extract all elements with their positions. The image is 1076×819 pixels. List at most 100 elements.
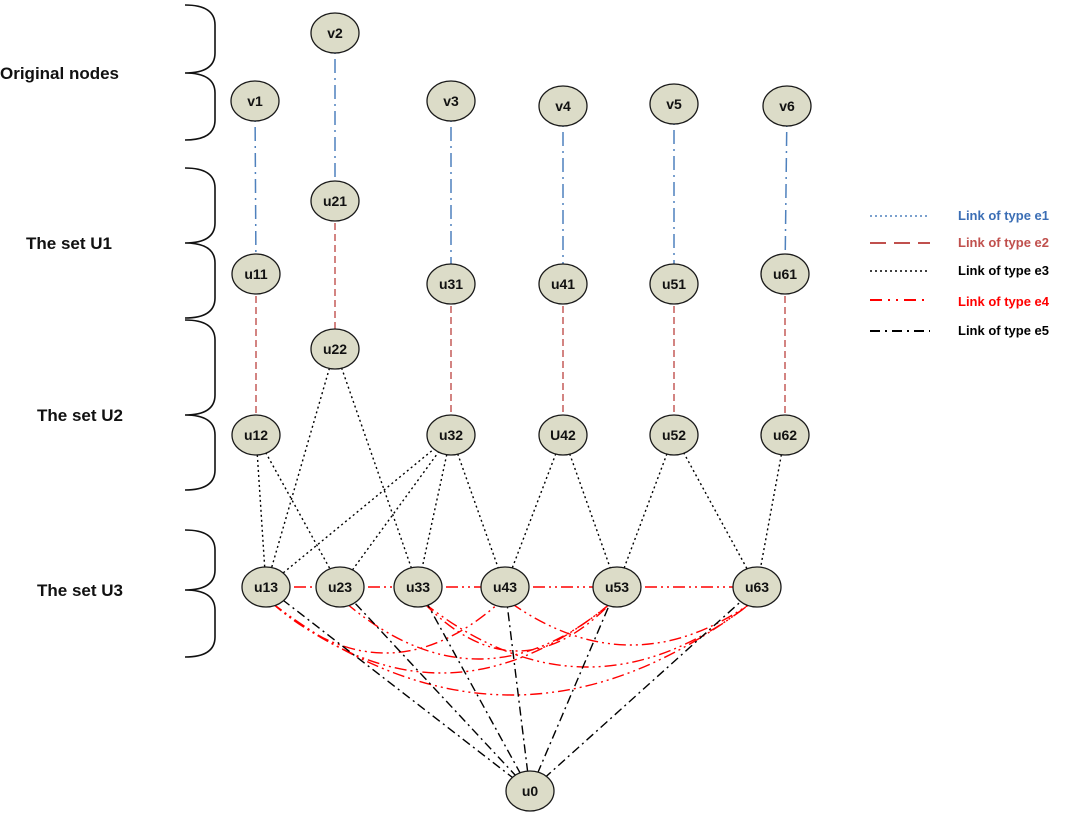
node-shape-u63: [732, 566, 782, 608]
node-u42: U42: [538, 414, 588, 456]
edge-e5-u0-u43: [504, 586, 531, 792]
edge-e4-u33-u53: [423, 602, 612, 652]
edge-e4-u13-u63: [271, 602, 752, 696]
edge-e1-v1-u11: [254, 100, 257, 275]
node-v6: v6: [762, 85, 812, 127]
edge-e5-u0-u63: [529, 586, 758, 792]
brace-set-u3: [184, 529, 216, 658]
edge-e4-u13-u43: [271, 602, 500, 654]
node-label-u13: u13: [254, 579, 278, 595]
legend-label-e4: Link of type e4: [958, 294, 1050, 309]
node-v4: v4: [538, 85, 588, 127]
node-label-u12: u12: [244, 427, 268, 443]
group-labels: Original nodes The set U1 The set U2 The…: [0, 64, 123, 600]
node-u52: u52: [649, 414, 699, 456]
node-shape-u23: [315, 566, 365, 608]
node-shape-u21: [310, 180, 360, 222]
node-label-u0: u0: [522, 783, 539, 799]
node-u62: u62: [760, 414, 810, 456]
edge-e4-u43-u63: [510, 602, 752, 646]
node-shape-u32: [426, 414, 476, 456]
edge-e3-u52-u53: [616, 434, 675, 588]
edge-e3-u32-u13: [265, 434, 452, 588]
node-label-u52: u52: [662, 427, 686, 443]
node-u33: u33: [393, 566, 443, 608]
edge-e3-u52-u63: [673, 434, 758, 588]
edge-e3-u32-u43: [450, 434, 506, 588]
edge-e3-u22-u13: [265, 348, 336, 588]
node-v5: v5: [649, 83, 699, 125]
legend: Link of type e1 Link of type e2 Link of …: [870, 208, 1050, 338]
edge-e4-u13-u53: [271, 602, 612, 674]
node-u63: u63: [732, 566, 782, 608]
node-label-u43: u43: [493, 579, 517, 595]
edge-layer: [254, 33, 788, 792]
node-u12: u12: [231, 414, 281, 456]
node-u21: u21: [310, 180, 360, 222]
group-label-set-u2: The set U2: [37, 406, 123, 425]
node-shape-u13: [241, 566, 291, 608]
edge-e1-v6-u61: [784, 105, 788, 275]
node-label-u31: u31: [439, 276, 463, 292]
node-label-u32: u32: [439, 427, 463, 443]
node-u11: u11: [231, 253, 281, 295]
node-shape-u42: [538, 414, 588, 456]
node-shape-u22: [310, 328, 360, 370]
node-label-v5: v5: [666, 96, 682, 112]
edge-e4-u33-u63: [423, 602, 752, 668]
brace-original-nodes: [184, 4, 216, 141]
node-label-v6: v6: [779, 98, 795, 114]
edge-e3-U42-u43: [504, 434, 564, 588]
group-label-original-nodes: Original nodes: [0, 64, 119, 83]
node-shape-u12: [231, 414, 281, 456]
node-label-u63: u63: [745, 579, 769, 595]
node-shape-u62: [760, 414, 810, 456]
brace-layer: [184, 4, 216, 658]
node-label-u41: u41: [551, 276, 575, 292]
node-label-u61: u61: [773, 266, 797, 282]
node-shape-u11: [231, 253, 281, 295]
brace-set-u2: [184, 319, 216, 491]
node-label-u22: u22: [323, 341, 347, 357]
node-label-u62: u62: [773, 427, 797, 443]
edge-e5-u0-u23: [339, 586, 531, 792]
edge-e3-u62-u63: [756, 434, 786, 588]
edge-e4-u23-u53: [345, 602, 612, 660]
node-shape-u41: [538, 263, 588, 305]
group-label-set-u1: The set U1: [26, 234, 112, 253]
node-shape-v2: [310, 12, 360, 54]
legend-label-e5: Link of type e5: [958, 323, 1049, 338]
node-layer: v1 v2 v3 v4 v5 v6 u11 u21 u31 u41 u51 u61 u12 u22 u32 U…: [230, 12, 812, 812]
node-shape-v1: [230, 80, 280, 122]
node-shape-u53: [592, 566, 642, 608]
legend-label-e1: Link of type e1: [958, 208, 1049, 223]
node-shape-u61: [760, 253, 810, 295]
edge-e3-U42-u53: [562, 434, 618, 588]
node-shape-u43: [480, 566, 530, 608]
node-shape-u33: [393, 566, 443, 608]
node-v2: v2: [310, 12, 360, 54]
edge-e3-u12-u13: [255, 434, 267, 588]
node-shape-u51: [649, 263, 699, 305]
edge-e5-u0-u53: [529, 586, 618, 792]
edge-e3-u12-u23: [255, 434, 341, 588]
node-u23: u23: [315, 566, 365, 608]
legend-label-e2: Link of type e2: [958, 235, 1049, 250]
node-label-u53: u53: [605, 579, 629, 595]
node-u13: u13: [241, 566, 291, 608]
node-label-v1: v1: [247, 93, 263, 109]
node-shape-u52: [649, 414, 699, 456]
node-shape-u31: [426, 263, 476, 305]
edge-e3-u32-u33: [417, 434, 452, 588]
edge-e5-u0-u33: [417, 586, 531, 792]
node-label-u33: u33: [406, 579, 430, 595]
edge-e3-u22-u33: [334, 348, 419, 588]
node-label-v2: v2: [327, 25, 343, 41]
node-label-u51: u51: [662, 276, 686, 292]
node-u0: u0: [505, 770, 555, 812]
node-u22: u22: [310, 328, 360, 370]
node-u32: u32: [426, 414, 476, 456]
node-v3: v3: [426, 80, 476, 122]
node-shape-v4: [538, 85, 588, 127]
